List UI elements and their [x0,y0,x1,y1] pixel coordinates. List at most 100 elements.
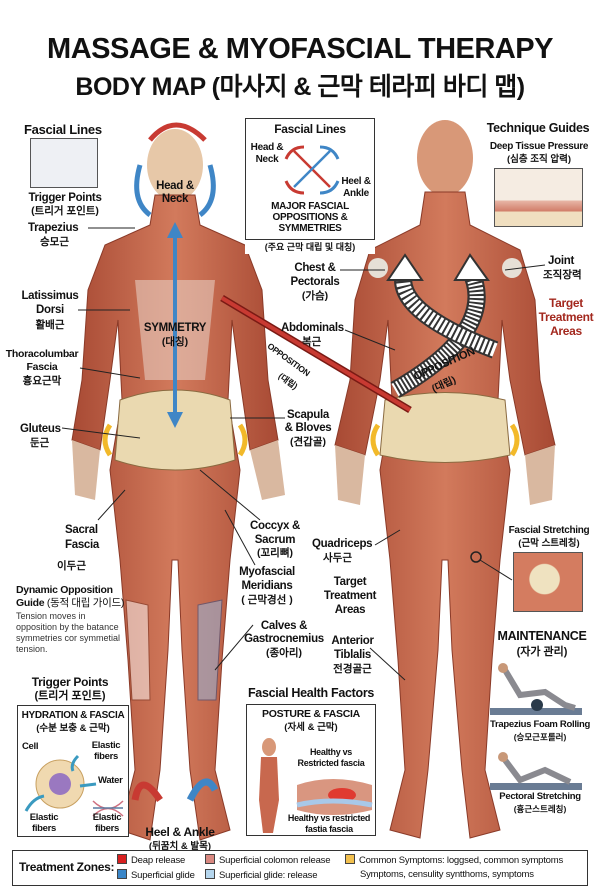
joint-label: Joint [548,255,574,267]
front-body-figure [334,120,556,839]
legend-item-superficial-glide: Superficial glide [117,869,195,881]
maintenance-heading-ko: (자가 관리) [516,646,568,658]
right-target-label-3: Areas [550,324,582,338]
elastic-fibers-label-b: Elastic fibers [29,812,59,834]
coccyx-label-2: Sacrum [254,534,296,546]
back-body-figure [71,122,285,841]
center-caption-3: SYMMETRIES [278,223,342,234]
legend-item-common-symptoms: Common Symptoms: loggsed, common symptom… [345,854,563,866]
health-label-2a: Healthy vs restricted [287,813,371,823]
treatment-zones-legend: Treatment Zones: Deap release Superficia… [12,850,588,886]
trigger-points-heading-2-ko: (트리거 포인트) [34,690,106,702]
front-target-label-2: Treatment [323,590,377,602]
cell-diagram [24,754,124,817]
leader-lines [61,227,546,681]
water-label: Water [98,775,123,786]
legend-swatch [205,854,215,864]
trigger-points-illustration [30,138,98,188]
legend-label: Symptoms, censulity syntthoms, symptoms [360,869,534,880]
deep-tissue-illustration [494,168,583,227]
gluteus-label-ko: 둔근 [30,437,50,449]
maintenance-heading: MAINTENANCE [497,629,587,643]
anterior-tibialis-label-ko: 전경골근 [333,663,372,675]
abdominals-label-ko: 복근 [302,336,322,348]
health-label-2b: fastia fascia [305,824,353,834]
legend-swatch [117,854,127,864]
calves-label-2: Gastrocnemius [244,633,324,645]
symmetry-label-ko: (대칭) [161,336,189,348]
center-head-neck-1: Head & [250,142,284,153]
trigger-points-label: Trigger Points [28,192,102,204]
legend-title: Treatment Zones: [19,860,115,874]
front-target-label-3: Areas [334,604,366,616]
hydration-title-ko: (수분 보충 & 근막) [36,723,110,734]
scapula-label-ko: (견갑골) [290,436,326,448]
myofascial-label-2: Meridians [241,580,293,592]
health-factors-title: Fascial Health Factors [247,686,375,700]
right-target-label-2: Treatment [538,310,594,324]
technique-guides-heading: Technique Guides [486,121,590,135]
quadriceps-label: Quadriceps [312,538,373,550]
title-line-1: MASSAGE & MYOFASCIAL THERAPY [47,33,553,65]
thoracolumbar-label-2: Fascia [26,361,58,373]
legend-item-superficial-glide-release: Superficial glide: release [205,869,318,881]
quadriceps-label-ko: 사두근 [323,552,352,564]
gluteus-label: Gluteus [20,423,61,435]
coccyx-label-1: Coccyx & [249,520,300,532]
center-head-neck-2: Neck [255,154,279,165]
anterior-tibialis-label-2: Tiblalis [333,649,371,661]
knee-stretch-illustration [513,552,583,612]
thoracolumbar-label-1: Thoracolumbar [5,348,79,360]
chest-label-ko: (가슴) [301,290,329,302]
trapezius-label-ko: 승모근 [40,236,69,248]
center-caption-2: OPPOSITIONS & [272,212,348,223]
fascial-lines-panel-title: Fascial Lines [274,122,346,136]
pectoral-stretching-label: Pectoral Stretching [499,791,581,802]
right-target-label-1: Target [549,296,583,310]
coccyx-label-ko: (꼬리뼈) [257,547,293,559]
sacral-label-ko: 이두근 [57,560,86,572]
center-heel-ankle-1: Heel & [341,176,371,187]
pectoral-stretching-label-ko: (흉근스트레칭) [513,804,567,814]
health-label-1b: Restricted fascia [297,758,365,768]
legend-swatch [117,869,127,879]
dynamic-opposition-title-2: Guide (동적 대립 가이드) [16,597,124,610]
legend-item-superficial-colomon-release: Superficial colomon release [205,854,331,866]
legend-label: Common Symptoms: loggsed, common symptom… [359,855,564,866]
foam-rolling-label: Trapezius Foam Rolling [489,719,591,730]
trigger-points-heading-2: Trigger Points [31,675,109,689]
scapula-label-1: Scapula [286,409,329,421]
hydration-fascia-panel: HYDRATION & FASCIA (수분 보충 & 근막) Cell Ela… [17,705,129,837]
legend-item-symptoms: Symptoms, censulity syntthoms, symptoms [360,869,534,880]
thoracolumbar-label-ko: 흉요근막 [22,375,62,387]
symmetry-label: SYMMETRY [143,322,207,334]
legend-swatch [205,869,215,879]
calves-label-1: Calves & [260,620,308,632]
title-line-2: BODY MAP (마사지 & 근막 테라피 바디 맵) [75,73,525,101]
abdominals-label: Abdominals [281,322,344,334]
dynamic-opposition-title-1: Dynamic Opposition [16,584,113,596]
elastic-fibers-label-c: Elastic fibers [92,812,122,834]
fascial-lines-heading-left: Fascial Lines [24,122,102,137]
center-caption-1: MAJOR FASCIAL [271,201,349,212]
legend-swatch [345,854,355,864]
head-neck-label-2: Neck [161,193,189,205]
center-caption-ko: (주요 근막 대립 및 대칭) [245,241,375,254]
dynamic-guide-word: Guide [16,597,45,609]
latissimus-label-ko: 활배근 [35,319,65,331]
dynamic-guide-ko: (동적 대립 가이드) [46,597,125,609]
trapezius-label: Trapezius [28,222,79,234]
posture-title-ko: (자세 & 근막) [284,722,338,733]
posture-title: POSTURE & FASCIA [262,708,360,720]
hydration-title: HYDRATION & FASCIA [21,710,125,721]
chest-label-2: Pectorals [290,276,340,288]
health-label-1a: Healthy vs [309,747,353,757]
fascial-stretching-label-ko: (근막 스트레칭) [518,538,580,549]
latissimus-label-2: Dorsi [36,304,64,316]
fascial-lines-panel: Fascial Lines Head & Neck Heel & Ankle M… [245,118,375,240]
foam-rolling-label-ko: (승모근포롤러) [513,732,567,742]
heel-ankle-label-ko: (뒤꿈치 & 발목) [148,841,212,852]
front-target-label-1: Target [333,576,367,588]
anterior-tibialis-label-1: Anterior [331,635,374,647]
deep-tissue-label: Deep Tissue Pressure [489,141,589,152]
